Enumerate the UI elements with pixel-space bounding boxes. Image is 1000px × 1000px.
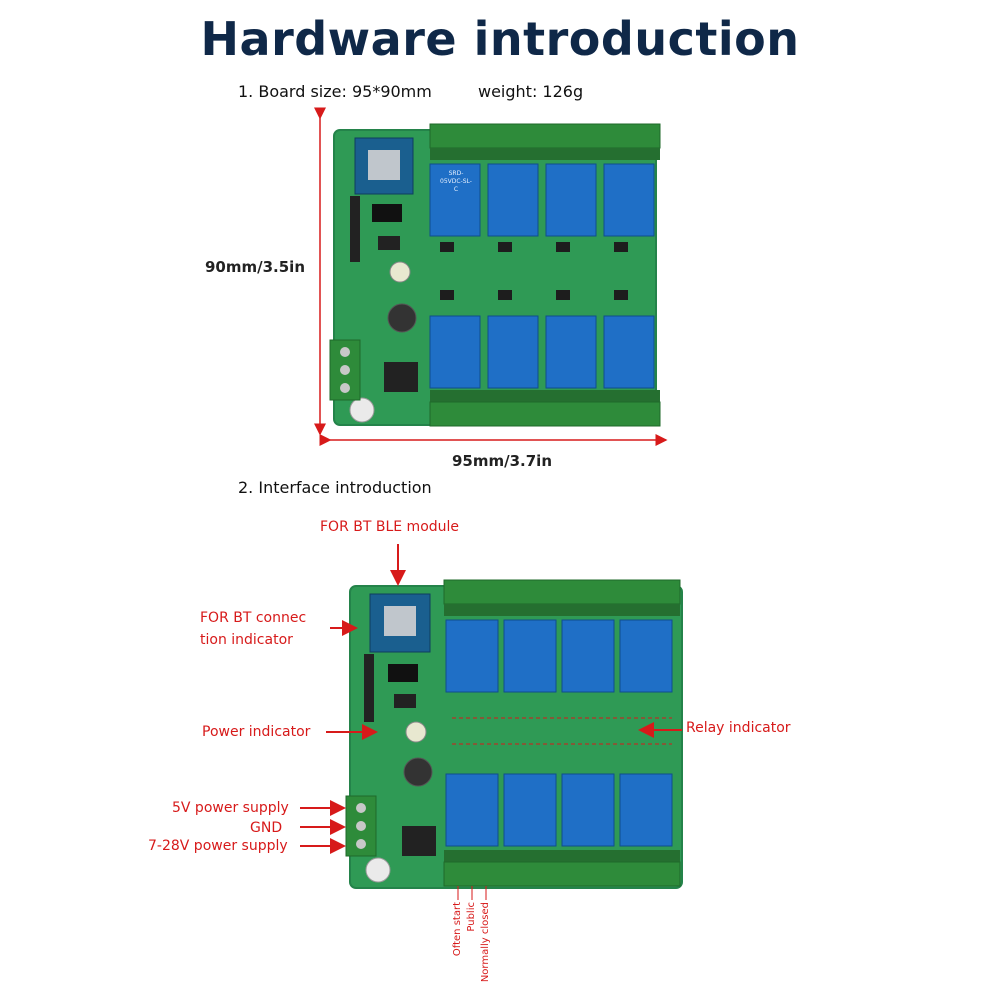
relay-6 [487, 315, 539, 389]
interface-intro-label: 2. Interface introduction [238, 478, 432, 497]
relay-1 [429, 163, 481, 237]
height-dimension-label: 90mm/3.5in [205, 258, 306, 276]
relay-8 [603, 315, 655, 389]
relay-text-top: SRD-05VDC-SL-C [438, 170, 474, 194]
pin-header [350, 196, 360, 262]
normally-closed-label: Normally closed [480, 902, 491, 983]
board-size-label: 1. Board size: 95*90mm [238, 82, 432, 101]
relay-5 [429, 315, 481, 389]
jumper-block [372, 204, 402, 222]
often-start-label: Often start [452, 902, 463, 957]
regulator-chip [384, 362, 418, 392]
relay-indicator-callout: Relay indicator [686, 720, 791, 736]
relay-model: SRD-05VDC-SL-C [440, 170, 472, 193]
capacitor [389, 261, 411, 283]
bt-indicator-callout-line2: tion indicator [200, 632, 293, 648]
relay-2 [487, 163, 539, 237]
relay-4 [603, 163, 655, 237]
ic-chip [378, 236, 400, 250]
board-weight-label: weight: 126g [478, 82, 584, 101]
ble-module-callout: FOR BT BLE module [320, 519, 460, 535]
top-terminals [429, 123, 661, 160]
gnd-callout: GND [250, 820, 283, 836]
bt-indicator-callout-line1: FOR BT connec [200, 610, 307, 626]
inductor [387, 303, 417, 333]
power-indicator-callout: Power indicator [202, 724, 311, 740]
relay-7 [545, 315, 597, 389]
public-label: Public [466, 902, 477, 932]
page-title: Hardware introduction [200, 12, 800, 66]
supply-5v-callout: 5V power supply [172, 800, 289, 816]
width-dimension-label: 95mm/3.7in [452, 452, 553, 470]
bottom-terminals [429, 390, 661, 427]
supply-7-28v-callout: 7-28V power supply [148, 838, 288, 854]
bt-chip [368, 150, 400, 180]
driver-components-top [440, 242, 628, 300]
relay-3 [545, 163, 597, 237]
large-capacitor [349, 397, 375, 423]
